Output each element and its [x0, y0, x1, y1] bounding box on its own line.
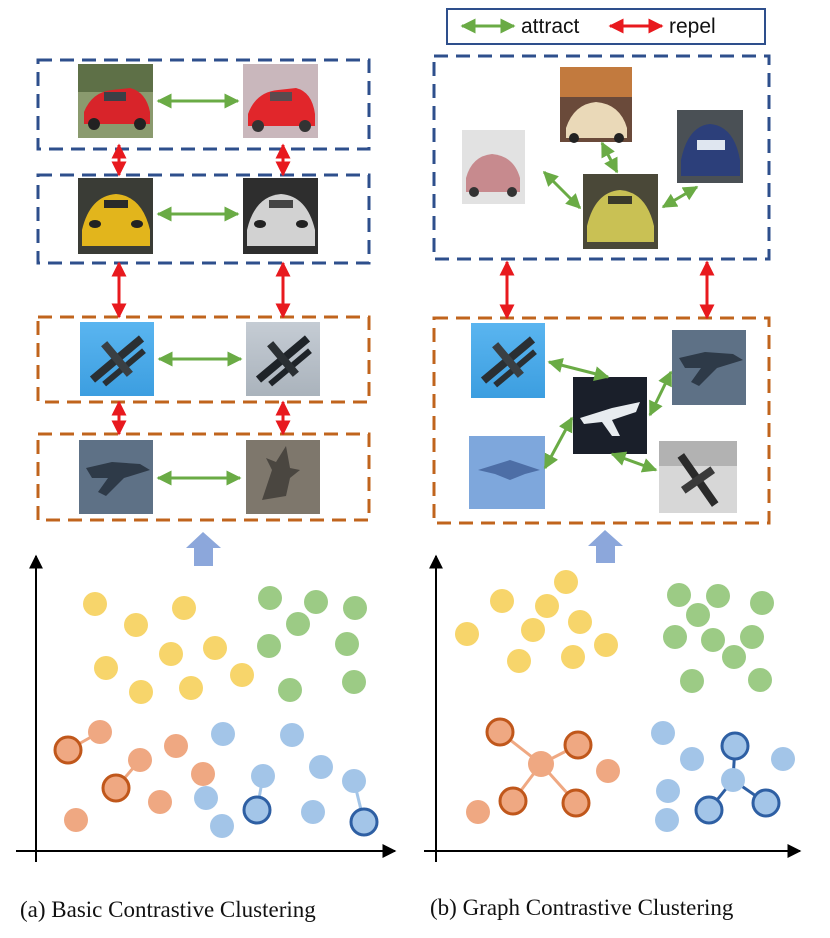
- caption-left: (a) Basic Contrastive Clustering: [20, 897, 316, 922]
- basic-contrastive-panel: (a) Basic Contrastive Clustering: [16, 58, 397, 922]
- private-jet-icon: [573, 377, 647, 454]
- yellow-car-icon: [78, 178, 153, 254]
- jet-silhouette-icon: [246, 440, 320, 514]
- car-graph-box: [432, 54, 771, 261]
- attract-arrow: [542, 170, 582, 210]
- yellow-car-icon: [583, 174, 658, 249]
- legend: attract repel: [446, 8, 766, 45]
- orange-cluster: [53, 720, 215, 832]
- up-arrow-icon: [186, 532, 221, 566]
- attract-arrow: [648, 370, 673, 417]
- red-car-icon: [243, 64, 318, 138]
- attract-arrow: [610, 451, 658, 473]
- legend-repel-label: repel: [669, 15, 716, 38]
- car-pair-box-1: [36, 58, 371, 151]
- car-pair-box-2: [36, 173, 371, 265]
- stealth-bomber-icon: [469, 436, 545, 509]
- green-cluster: [663, 583, 774, 693]
- orange-graph-cluster: [466, 717, 620, 824]
- blue-graph-cluster: [651, 721, 795, 832]
- white-car-icon: [560, 67, 632, 143]
- green-cluster: [257, 586, 367, 702]
- yellow-cluster: [455, 570, 618, 673]
- attract-arrow: [547, 358, 610, 381]
- vintage-plane-icon: [659, 441, 737, 513]
- plane-graph-box: [432, 316, 771, 525]
- red-car-icon: [78, 64, 153, 138]
- graph-contrastive-panel: (b) Graph Contrastive Clustering: [424, 54, 802, 920]
- attract-arrow: [600, 141, 619, 174]
- greyscale-car-icon: [243, 178, 318, 254]
- blue-cluster: [194, 722, 379, 838]
- blue-car-icon: [677, 110, 743, 183]
- jet-silhouette-icon: [79, 440, 153, 514]
- plane-pair-box-1: [36, 315, 371, 404]
- attract-arrow: [661, 185, 699, 209]
- jet-silhouette-icon: [672, 330, 746, 405]
- legend-attract-label: attract: [521, 15, 580, 38]
- plane-pair-box-2: [36, 432, 371, 522]
- yellow-cluster: [83, 592, 254, 704]
- biplane-icon: [80, 322, 154, 396]
- pink-car-icon: [462, 130, 525, 204]
- biplane-icon: [246, 322, 320, 396]
- biplane-icon: [471, 323, 545, 398]
- caption-right: (b) Graph Contrastive Clustering: [430, 895, 734, 920]
- attract-arrow: [543, 416, 574, 470]
- up-arrow-icon: [588, 530, 623, 563]
